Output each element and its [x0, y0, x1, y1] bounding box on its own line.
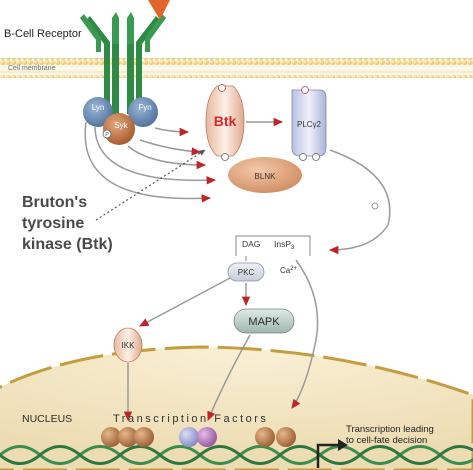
- phospho-icon: [221, 153, 229, 161]
- messenger-bracket: [235, 235, 311, 256]
- tf-complex-3: [255, 427, 296, 447]
- phospho-icon: [301, 86, 309, 94]
- antigen-triangle-icon: [148, 0, 170, 20]
- phospho-icon: [102, 129, 112, 139]
- lyn-label: Lyn: [92, 103, 105, 112]
- blnk-node: [228, 157, 302, 193]
- b-cell-receptor: [80, 12, 166, 114]
- phospho-icon: [299, 153, 307, 161]
- insp3-label: InsP3: [274, 239, 295, 251]
- membrane-label: Cell membrane: [8, 65, 56, 72]
- transcription-start-arrow-icon: [316, 443, 340, 468]
- outcome-line2: to cell-fate decision: [346, 435, 427, 446]
- fyn-node: [128, 97, 158, 127]
- ikk-label: IKK: [122, 341, 136, 350]
- pkc-node: [227, 262, 265, 282]
- plcg2-node: [291, 89, 327, 157]
- btk-name-line2: tyrosine: [22, 215, 84, 232]
- signal-dot: [371, 202, 379, 210]
- phospho-icon: [312, 153, 320, 161]
- btk-name-line1: Bruton's: [22, 194, 87, 211]
- syk-label: Syk: [114, 121, 128, 130]
- btk-pointer: [95, 149, 206, 221]
- outcome-line1: Transcription leading: [346, 424, 434, 435]
- signal-arrows: [84, 117, 391, 255]
- syk-node: [103, 113, 135, 145]
- phospho-icon: [218, 84, 226, 92]
- plcg2-label: PLCγ2: [297, 120, 322, 129]
- ikk-node: [113, 327, 143, 363]
- btk-name-line3: kinase (Btk): [22, 236, 113, 253]
- mapk-node: [233, 308, 295, 334]
- btk-label: Btk: [214, 113, 237, 129]
- tf-label: Transcription Factors: [113, 413, 268, 425]
- downstream-arrows: [123, 259, 319, 422]
- dna-helix: [0, 445, 473, 465]
- mapk-label: MAPK: [248, 316, 280, 328]
- blnk-label: BLNK: [255, 172, 277, 181]
- lyn-node: [83, 97, 113, 127]
- tf-complex-2: [179, 427, 217, 447]
- btk-node: [205, 85, 245, 157]
- dag-label: DAG: [242, 239, 260, 249]
- cell-membrane: [0, 58, 473, 78]
- nucleus-label: NUCLEUS: [22, 413, 72, 425]
- transcription-start-arrowhead: [338, 439, 348, 451]
- fyn-label: Fyn: [138, 103, 151, 112]
- tf-complex-1: [101, 427, 154, 447]
- pkc-label: PKC: [238, 268, 255, 277]
- phospho-label: P: [105, 132, 109, 138]
- ca-label: Ca2+: [280, 266, 298, 275]
- receptor-label: B-Cell Receptor: [4, 28, 82, 40]
